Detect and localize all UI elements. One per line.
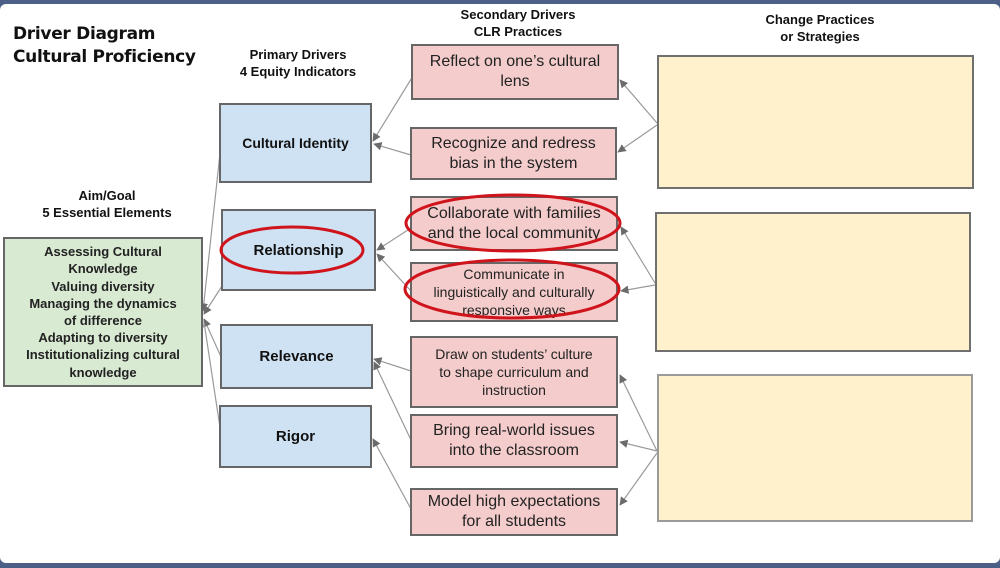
primary-header-line-1: Primary Drivers xyxy=(249,47,347,62)
secondary-driver-reflect[interactable]: Reflect on one’s cultural lens xyxy=(411,44,619,100)
secondary-driver-text: Model high expectations for all students xyxy=(428,492,601,532)
aim-header-line-1: Aim/Goal xyxy=(78,188,136,203)
secondary-driver-collaborate[interactable]: Collaborate with families and the local … xyxy=(410,196,618,251)
secondary-line: and the local community xyxy=(427,224,601,242)
connector-relationship-to-aim xyxy=(203,285,223,315)
secondary-line: for all students xyxy=(461,513,567,530)
secondary-driver-text: Reflect on one’s cultural lens xyxy=(430,52,600,92)
secondary-line: Collaborate with families xyxy=(427,204,601,222)
secondary-line: Model high expectations xyxy=(427,493,601,510)
connector-strategy1-to-reflect xyxy=(619,79,658,124)
secondary-driver-recognize[interactable]: Recognize and redress bias in the system xyxy=(410,127,617,180)
connector-recognize-to-cultural-identity xyxy=(373,142,412,156)
aim-column-header: Aim/Goal 5 Essential Elements xyxy=(14,187,200,221)
primary-driver-rigor[interactable]: Rigor xyxy=(219,405,372,468)
connector-strategy3-to-draw xyxy=(619,374,658,452)
primary-column-header: Primary Drivers 4 Equity Indicators xyxy=(218,46,378,80)
connector-communicate-to-relationship xyxy=(376,253,412,292)
aim-line: knowledge xyxy=(69,364,137,380)
diagram-canvas: Driver Diagram Cultural Proficiency Aim/… xyxy=(0,4,1000,563)
secondary-header-line-1: Secondary Drivers xyxy=(460,7,576,22)
connector-model-to-rigor xyxy=(372,438,412,510)
secondary-driver-text: Recognize and redress bias in the system xyxy=(431,134,596,174)
primary-driver-label: Relevance xyxy=(259,348,334,365)
primary-driver-relationship[interactable]: Relationship xyxy=(221,209,376,291)
secondary-line: lens xyxy=(500,73,530,90)
secondary-line: Recognize and redress xyxy=(431,134,596,152)
connector-strategy3-to-model xyxy=(619,452,658,506)
aim-line: Adapting to diversity xyxy=(38,330,168,346)
primary-header-line-2: 4 Equity Indicators xyxy=(239,64,357,79)
change-header-line-1: Change Practices xyxy=(765,12,875,27)
secondary-driver-text: Draw on students’ culture to shape curri… xyxy=(435,345,592,399)
primary-driver-label: Cultural Identity xyxy=(242,135,349,151)
aim-goal-text: Assessing Cultural Knowledge Valuing div… xyxy=(26,243,180,381)
secondary-driver-high-expectations[interactable]: Model high expectations for all students xyxy=(410,488,618,536)
primary-driver-relevance[interactable]: Relevance xyxy=(220,324,373,389)
secondary-driver-text: Communicate in linguistically and cultur… xyxy=(433,265,594,319)
secondary-column-header: Secondary Drivers CLR Practices xyxy=(420,6,616,40)
aim-line: Knowledge xyxy=(68,261,138,277)
change-header-line-2: or Strategies xyxy=(780,29,860,44)
connector-reflect-to-cultural-identity xyxy=(372,75,414,142)
secondary-line: Bring real-world issues xyxy=(433,422,595,439)
aim-goal-box[interactable]: Assessing Cultural Knowledge Valuing div… xyxy=(3,237,203,387)
connector-bring-to-relevance xyxy=(373,361,412,441)
secondary-driver-communicate[interactable]: Communicate in linguistically and cultur… xyxy=(410,262,618,322)
primary-driver-cultural-identity[interactable]: Cultural Identity xyxy=(219,103,372,183)
aim-line: Valuing diversity xyxy=(51,278,155,294)
aim-line: Managing the dynamics xyxy=(29,295,177,311)
secondary-driver-real-world[interactable]: Bring real-world issues into the classro… xyxy=(410,414,618,468)
title-line-2: Cultural Proficiency xyxy=(13,47,196,67)
secondary-line: Communicate in xyxy=(463,266,565,282)
secondary-line: Reflect on one’s cultural xyxy=(429,53,601,70)
connector-strategy3-to-bring xyxy=(619,439,658,452)
connector-collaborate-to-relationship xyxy=(376,227,412,251)
connector-strategy2-to-collaborate xyxy=(620,226,656,284)
strategy-box-3[interactable] xyxy=(657,374,973,522)
secondary-driver-text: Bring real-world issues into the classro… xyxy=(433,421,595,461)
secondary-line: to shape curriculum and xyxy=(439,364,589,380)
secondary-line: responsive ways xyxy=(462,302,566,318)
connector-draw-to-relevance xyxy=(373,357,412,372)
secondary-line: into the classroom xyxy=(449,442,579,459)
aim-line: Assessing Cultural xyxy=(44,244,162,260)
title-line-1: Driver Diagram xyxy=(13,24,156,44)
aim-line: of difference xyxy=(63,313,142,328)
secondary-driver-text: Collaborate with families and the local … xyxy=(427,204,600,244)
secondary-header-line-2: CLR Practices xyxy=(473,24,563,39)
connector-strategy1-to-recognize xyxy=(617,124,658,153)
diagram-title: Driver Diagram Cultural Proficiency xyxy=(13,23,196,69)
change-column-header: Change Practices or Strategies xyxy=(700,11,940,45)
strategy-box-2[interactable] xyxy=(655,212,971,352)
connector-strategy2-to-communicate xyxy=(620,284,656,294)
secondary-line: Draw on students’ culture xyxy=(435,346,593,362)
primary-driver-label: Relationship xyxy=(253,241,344,259)
primary-driver-label: Rigor xyxy=(275,428,316,445)
secondary-line: linguistically and culturally xyxy=(433,284,595,300)
aim-header-line-2: 5 Essential Elements xyxy=(42,205,172,220)
strategy-box-1[interactable] xyxy=(657,55,974,189)
secondary-driver-draw-on-culture[interactable]: Draw on students’ culture to shape curri… xyxy=(410,336,618,408)
secondary-line: bias in the system xyxy=(449,154,578,172)
secondary-line: instruction xyxy=(482,382,546,398)
aim-line: Institutionalizing cultural xyxy=(26,347,180,363)
